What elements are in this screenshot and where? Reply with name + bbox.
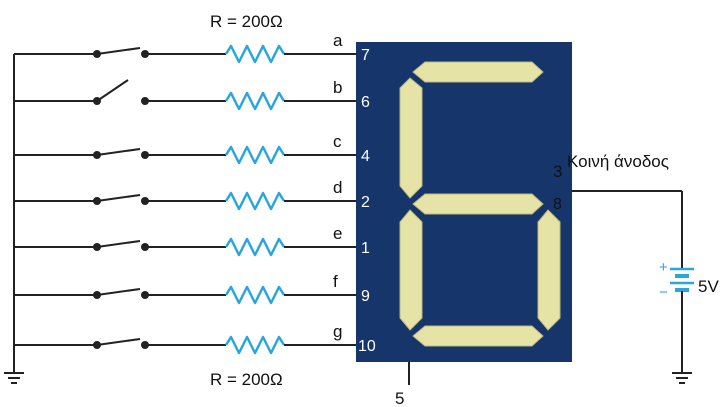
pin-5-label: 5: [395, 389, 404, 407]
pin-1: 1: [361, 240, 370, 257]
pin-7: 7: [361, 47, 370, 64]
row-e: e 1: [14, 224, 370, 257]
pin-9: 9: [361, 288, 370, 305]
switch-e[interactable]: [96, 240, 141, 248]
segment-label-b: b: [333, 78, 342, 97]
segment-e: [399, 209, 423, 331]
resistor-b: [224, 91, 286, 111]
segment-d: [412, 325, 544, 347]
pin-3-label: 3: [553, 162, 562, 181]
segment-label-f: f: [333, 272, 338, 291]
segment-label-g: g: [333, 322, 342, 341]
common-anode-label: Κοινή άνοδος: [567, 152, 669, 171]
segment-g: [412, 193, 544, 215]
pin-10: 10: [358, 338, 376, 355]
switch-g[interactable]: [96, 338, 141, 346]
battery: [670, 267, 694, 292]
segment-a: [412, 61, 544, 83]
row-b: b 6: [14, 78, 370, 111]
switch-a[interactable]: [96, 47, 141, 55]
segment-f: [399, 77, 423, 199]
segment-c: [537, 209, 561, 331]
resistor-label-top: R = 200Ω: [210, 12, 283, 31]
pin-8-label: 8: [553, 196, 562, 213]
battery-minus-sign: −: [659, 284, 668, 301]
switch-c[interactable]: [96, 148, 141, 156]
resistor-g: [224, 335, 286, 355]
resistor-c: [224, 145, 286, 165]
pin-6: 6: [361, 94, 370, 111]
battery-plus-sign: +: [659, 259, 668, 276]
battery-voltage-label: 5V: [698, 277, 719, 296]
resistor-label-bottom: R = 200Ω: [210, 370, 283, 389]
pin-4: 4: [361, 148, 370, 165]
switch-d[interactable]: [96, 194, 141, 202]
row-c: c 4: [14, 132, 370, 165]
pin-2: 2: [361, 194, 370, 211]
switch-b[interactable]: [96, 79, 129, 102]
resistor-f: [224, 285, 286, 305]
row-g: g 10: [14, 322, 376, 355]
row-d: d 2: [14, 178, 370, 211]
segment-label-a: a: [333, 31, 343, 50]
segment-label-d: d: [333, 178, 342, 197]
segment-label-c: c: [333, 132, 342, 151]
switch-f[interactable]: [96, 288, 141, 296]
resistor-d: [224, 191, 286, 211]
row-f: f 9: [14, 272, 370, 305]
resistor-e: [224, 237, 286, 257]
segment-label-e: e: [333, 224, 342, 243]
resistor-a: [224, 44, 286, 64]
row-a: a 7: [14, 31, 370, 64]
